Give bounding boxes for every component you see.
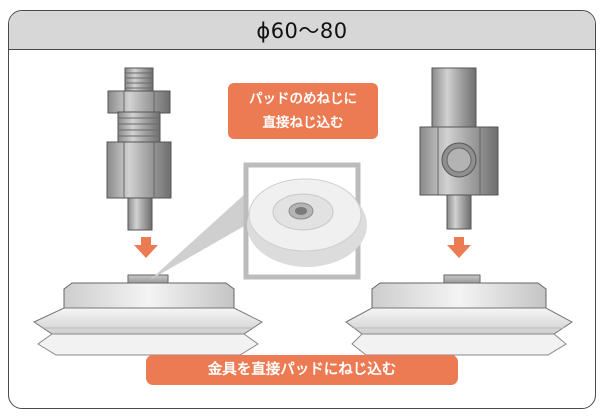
callout-top-line2: 直接ねじ込む	[262, 115, 344, 131]
callout-top-line1: パッドのめねじに	[249, 91, 357, 107]
left-pad	[32, 274, 263, 356]
callout-fitting-screw-in: 金具を直接パッドにねじ込む	[146, 355, 458, 385]
detail-callout	[150, 162, 367, 280]
left-arrow	[134, 237, 158, 258]
right-arrow	[447, 237, 471, 258]
header-title: ϕ60〜80	[256, 19, 348, 43]
left-fitting	[106, 67, 172, 231]
right-fitting	[419, 67, 499, 230]
right-pad	[345, 274, 573, 356]
callout-direct-female-thread: パッドのめねじに 直接ねじ込む	[228, 83, 378, 139]
header-bar: ϕ60〜80	[9, 11, 595, 50]
